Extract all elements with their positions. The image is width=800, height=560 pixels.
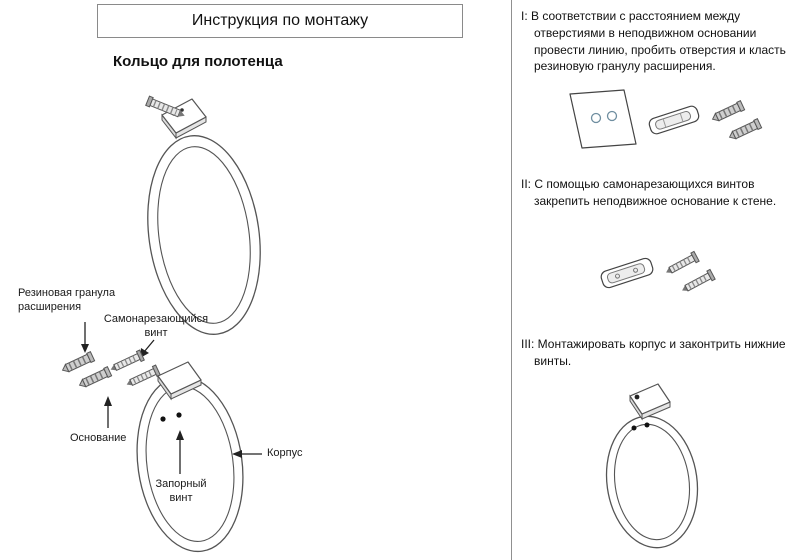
lock-screw-dot	[644, 422, 650, 428]
dowel-icon	[711, 100, 746, 122]
screw-icon	[126, 364, 161, 387]
rubber-plug-arrow	[81, 322, 89, 353]
lock-screw-arrow	[176, 430, 184, 474]
step-2-illustration	[600, 250, 716, 292]
label-self-tapping-screw: Самонарезающийся винт	[103, 313, 209, 340]
label-rubber-plug: Резиновая гранула расширения	[18, 287, 116, 314]
step-1-illustration	[569, 89, 763, 149]
label-body: Корпус	[267, 447, 303, 459]
page-subtitle: Кольцо для полотенца	[113, 53, 283, 70]
screw-icon	[145, 95, 185, 118]
step-2-text: II: С помощью самонарезающихся винтов за…	[521, 177, 777, 208]
base-arrow	[104, 396, 112, 428]
page-title: Инструкция по монтажу	[191, 12, 369, 29]
step-3-text: III: Монтажировать корпус и законтрить н…	[521, 337, 786, 368]
wall-template	[569, 89, 637, 149]
label-lock-screw: Запорный винт	[155, 478, 207, 505]
ring-body	[605, 415, 699, 549]
ring-body	[136, 375, 244, 553]
page-title-box: Инструкция по монтажу	[97, 4, 463, 38]
screw-icon	[682, 268, 716, 292]
fixed-base	[648, 105, 700, 135]
fixed-base	[600, 257, 654, 289]
ring-body	[147, 135, 261, 335]
step-3-illustration	[605, 383, 699, 549]
wall-plate	[161, 98, 207, 140]
body-leader	[232, 450, 262, 458]
towel-ring-illustration	[145, 95, 261, 335]
lock-screw-dot	[176, 412, 182, 418]
dowel-icon	[728, 118, 763, 140]
label-base: Основание	[70, 432, 127, 444]
screw-icon	[110, 349, 145, 372]
exploded-diagram	[61, 322, 262, 553]
lock-screw-dot	[631, 425, 637, 431]
screw-icon	[666, 250, 700, 274]
column-divider	[511, 0, 512, 560]
base-plate	[157, 361, 202, 401]
lock-screw-dot	[160, 416, 166, 422]
step-1-text: I: В соответствии с расстоянием между от…	[521, 9, 786, 74]
wall-plate	[629, 383, 671, 421]
dowel-icon	[61, 351, 96, 373]
dowel-icon	[78, 366, 113, 388]
